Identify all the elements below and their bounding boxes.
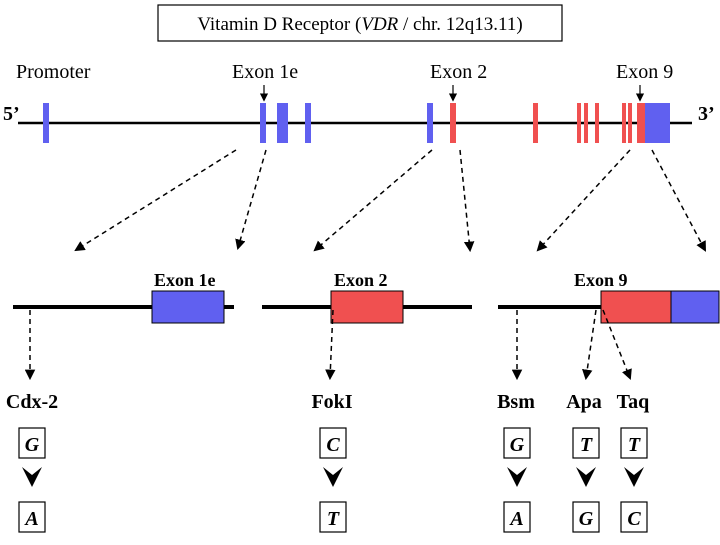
zoom-2-label: Exon 2 [334, 270, 388, 290]
snp-label-apa: Apa [566, 391, 602, 413]
exon-bar-1a [277, 103, 288, 143]
exon-bar-1c [427, 103, 433, 143]
exon-bar-7 [622, 103, 626, 143]
zoom-1e-label: Exon 1e [154, 270, 216, 290]
zoom-9-label: Exon 9 [574, 270, 628, 290]
allele-to-bsm: A [508, 508, 523, 530]
snp-arrow-foki [325, 309, 336, 381]
allele-to-taq: C [627, 508, 641, 530]
allele-to-foki: T [327, 508, 340, 530]
allele-from-foki: C [326, 434, 340, 456]
allele-from-apa: T [580, 434, 593, 456]
exon-bar-1e [260, 103, 266, 143]
zoom-arrow-1e-right [235, 149, 267, 251]
chevron-down-icon [507, 467, 527, 487]
allele-from-boxes [18, 427, 648, 459]
exon-bar-1b [305, 103, 311, 143]
exon-bar-promoter [43, 103, 49, 143]
zoom-arrow-9-right [651, 149, 706, 252]
exon-bar-3 [533, 103, 538, 143]
exon-bar-9-utr [645, 103, 670, 143]
allele-to-apa: G [579, 508, 594, 530]
allele-from-box-cdx2 [18, 427, 46, 459]
exon1e-label: Exon 1e [232, 61, 298, 83]
zoom-1e-exon-box [151, 290, 225, 324]
allele-to-box-apa [572, 501, 600, 533]
promoter-label: Promoter [16, 61, 91, 83]
three-prime-label: 3’ [698, 103, 715, 125]
allele-from-box-bsm [503, 427, 531, 459]
zoom-arrow-1e-left [74, 149, 237, 252]
allele-to-box-taq [620, 501, 648, 533]
allele-from-box-apa [572, 427, 600, 459]
allele-to-cdx2: A [23, 508, 38, 530]
zoom-2-exon-box [330, 290, 404, 324]
chevron-down-icon [323, 467, 343, 487]
zoom-arrows [74, 149, 706, 253]
zoom-9-coding-box [600, 290, 672, 324]
chevron-down-icon [624, 467, 644, 487]
zoom-9-utr-box [670, 290, 720, 324]
allele-from-taq: T [628, 434, 641, 456]
allele-from-box-foki [319, 427, 347, 459]
chevron-down-icon [22, 467, 42, 487]
exon-bar-5 [584, 103, 588, 143]
exon2-label: Exon 2 [430, 61, 487, 83]
chevron-down-icon [576, 467, 596, 487]
title-box [157, 4, 563, 42]
allele-to-boxes [18, 501, 648, 533]
exon-bar-2 [450, 103, 456, 143]
zoom-arrow-2-right [459, 149, 475, 253]
snp-label-foki: FokI [311, 391, 352, 413]
title-text: Vitamin D Receptor (VDR / chr. 12q13.11) [197, 14, 522, 35]
conversion-arrows [22, 467, 644, 487]
exon-bar-8 [628, 103, 632, 143]
allele-from-bsm: G [510, 434, 525, 456]
allele-from-box-taq [620, 427, 648, 459]
allele-to-box-foki [319, 501, 347, 533]
snp-label-cdx2: Cdx-2 [6, 391, 58, 413]
snp-label-bsm: Bsm [497, 391, 535, 413]
snp-arrow-apa [582, 309, 597, 381]
exon-bar-6 [595, 103, 599, 143]
allele-from-cdx2: G [25, 434, 40, 456]
snp-arrows [24, 309, 632, 381]
exon9-label: Exon 9 [616, 61, 673, 83]
allele-to-box-cdx2 [18, 501, 46, 533]
snp-arrow-taq [602, 309, 632, 380]
allele-to-box-bsm [503, 501, 531, 533]
exon-bar-4 [577, 103, 581, 143]
exon-bar-9-coding [637, 103, 645, 143]
zoom-arrow-2-left [313, 149, 433, 252]
zoom-arrow-9-left [536, 149, 631, 252]
snp-label-taq: Taq [617, 391, 650, 413]
five-prime-label: 5’ [3, 103, 20, 125]
